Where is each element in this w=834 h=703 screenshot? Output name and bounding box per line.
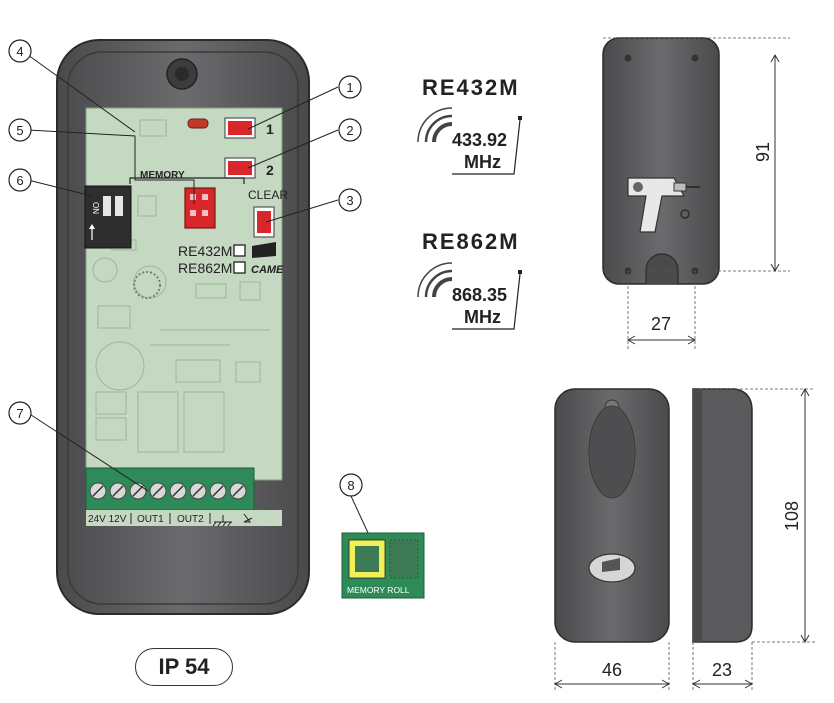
terminal-label-out1: OUT1 — [137, 514, 164, 525]
model-name-re862m: RE862M — [422, 229, 520, 254]
dimension-side-depth: 23 — [712, 660, 732, 680]
memory-roll: MEMORY ROLL — [341, 532, 425, 599]
callout-5: 5 — [8, 118, 32, 142]
model-re432m: RE432M 433.92 MHz — [417, 75, 522, 175]
clear-label: CLEAR — [248, 188, 288, 202]
svg-text:8: 8 — [347, 478, 354, 493]
rotary-dial-icon — [133, 271, 161, 299]
ground-symbol-icon — [212, 515, 232, 527]
radio-wave-icon — [417, 262, 453, 298]
ip-rating-badge: IP 54 — [135, 648, 233, 686]
unit-re432m: MHz — [464, 152, 501, 172]
callout-2: 2 — [338, 118, 362, 142]
freq-re862m: 868.35 — [452, 285, 507, 305]
svg-text:7: 7 — [16, 406, 23, 421]
model-name-re432m: RE432M — [422, 75, 520, 100]
svg-text:5: 5 — [16, 123, 23, 138]
svg-text:2: 2 — [346, 123, 353, 138]
dimension-front-width: 46 — [602, 660, 622, 680]
callout-3: 3 — [338, 188, 362, 212]
button-1-label: 1 — [266, 121, 274, 137]
dimension-front-height: 108 — [782, 501, 802, 531]
terminal-label-out2: OUT2 — [177, 514, 204, 525]
model-check-re432m: RE432M — [178, 243, 232, 259]
callout-8: 8 — [339, 473, 363, 497]
checkbox-re862m — [233, 261, 246, 274]
terminal-screws — [89, 482, 247, 500]
dimension-back-height: 91 — [753, 142, 773, 162]
callout-6: 6 — [8, 168, 32, 192]
came-logo-mark — [252, 242, 276, 258]
antenna-symbol-icon — [243, 513, 253, 523]
freq-re432m: 433.92 — [452, 130, 507, 150]
led-indicator — [187, 118, 209, 129]
callout-4: 4 — [8, 39, 32, 63]
brand-label: CAME — [251, 264, 284, 276]
memory-roll-label: MEMORY ROLL — [347, 585, 410, 595]
memory-label: MEMORY — [140, 170, 185, 181]
terminal-label-power: 24V 12V — [88, 514, 127, 525]
svg-text:4: 4 — [16, 44, 23, 59]
receiver-open-view: 1 2 MEMORY CLEAR ON RE432M RE862M CAME — [56, 39, 310, 615]
button-2-label: 2 — [266, 162, 274, 178]
model-check-re862m: RE862M — [178, 260, 232, 276]
receiver-front-view — [554, 388, 670, 643]
svg-text:6: 6 — [16, 173, 23, 188]
dimension-back-width: 27 — [651, 314, 671, 334]
model-re862m: RE862M 868.35 MHz — [417, 229, 522, 330]
svg-text:3: 3 — [346, 193, 353, 208]
receiver-back-view: 91 27 — [602, 37, 790, 350]
front-dimensions: 108 46 23 — [553, 387, 815, 690]
unit-re862m: MHz — [464, 307, 501, 327]
drill-icon — [627, 177, 700, 233]
radio-wave-icon — [417, 107, 453, 143]
checkbox-re432m — [233, 244, 246, 257]
callout-7: 7 — [8, 401, 32, 425]
receiver-side-view — [692, 388, 753, 643]
dip-on-label: ON — [91, 202, 100, 214]
svg-text:1: 1 — [346, 80, 353, 95]
callout-1: 1 — [338, 75, 362, 99]
memory-connector[interactable] — [184, 187, 216, 229]
